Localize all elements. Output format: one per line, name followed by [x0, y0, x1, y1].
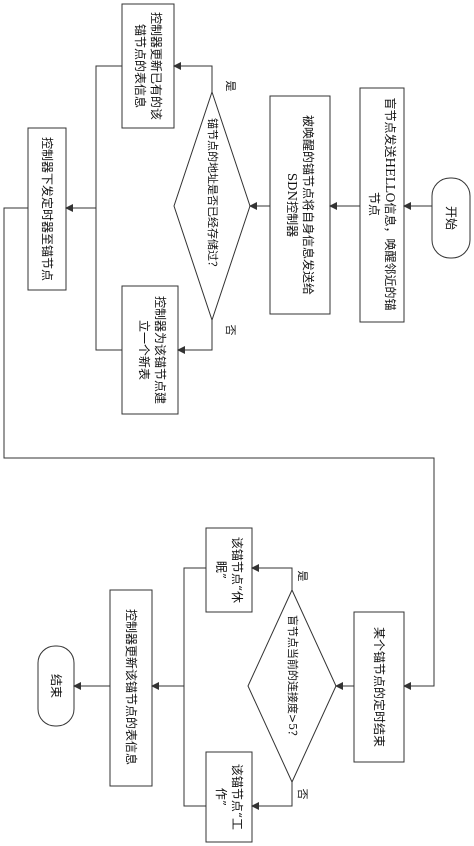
start-label: 开始: [444, 205, 458, 230]
step1-label: 盲节点发送HELLO信息，唤醒邻近的锚节点: [367, 97, 397, 311]
merge-state-line: [183, 567, 206, 807]
end-label: 结束: [49, 673, 63, 698]
update-table-label: 控制器更新该锚节点的表信息: [124, 608, 138, 765]
timer-end-box: [353, 611, 405, 763]
timer-to-all-box: [27, 127, 67, 291]
step2-box: [269, 95, 331, 315]
timer-end-label: 某个锚节点的定时结束: [372, 626, 386, 747]
merge-update-line: [95, 65, 122, 351]
arrow-decision2-yes: [251, 564, 293, 590]
step1-box: [359, 87, 405, 323]
update-table-box: [109, 589, 153, 787]
arrow-timer-to-flow2: [3, 207, 435, 690]
decision1-label: 锚节点的地址是否已经存储过？: [206, 118, 219, 272]
update-existing-label: 控制器更新已有的该锚节点的表信息: [133, 11, 163, 120]
timer-to-all-label: 控制器下发定时器至锚节点: [40, 136, 54, 281]
arrow-decision2-no: [251, 782, 293, 810]
arrow-decision1-no: [177, 320, 213, 354]
decision1-yes-label: 是: [224, 80, 237, 92]
decision2-yes-label: 是: [296, 570, 309, 582]
sleep-box: [205, 527, 253, 613]
decision1-no-label: 否: [224, 324, 237, 336]
work-box: [205, 751, 253, 843]
start-terminal-shape: [431, 177, 471, 259]
arrow-decision1-yes: [173, 62, 213, 92]
step2-label: 被唤醒的锚节点将自身信息发送给SDN控制器: [285, 114, 315, 295]
create-new-label: 控制器为该锚节点建立一个新表: [137, 295, 167, 404]
decision2-label: 盲节点当前的连接度>5？: [286, 614, 299, 742]
work-label: 该锚节点“工作”: [214, 763, 244, 831]
sleep-label: 该锚节点“休眠”: [214, 536, 244, 604]
decision2-no-label: 否: [296, 788, 309, 800]
